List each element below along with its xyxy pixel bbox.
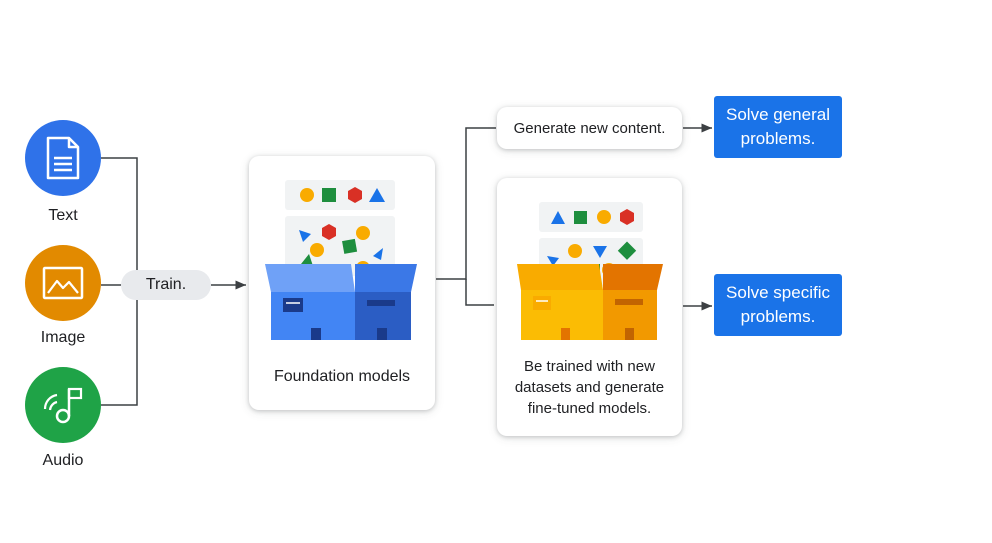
music-note-icon [43, 387, 83, 424]
solve-general-button: Solve general problems. [714, 96, 842, 158]
finetune-label: Be trained with new datasets and generat… [514, 358, 665, 417]
solve-specific-button: Solve specific problems. [714, 274, 842, 336]
document-icon [46, 136, 80, 180]
text-input-circle [25, 120, 101, 196]
generate-content-card: Generate new content. [497, 107, 682, 149]
yellow-box-illustration [517, 202, 663, 340]
image-icon [42, 266, 84, 300]
text-input-label: Text [48, 207, 78, 224]
blue-box-illustration [265, 180, 417, 340]
solve-general-label: Solve general problems. [726, 105, 830, 148]
finetune-card: Be trained with new datasets and generat… [497, 178, 682, 436]
solve-specific-label: Solve specific problems. [726, 283, 830, 326]
foundation-models-label: Foundation models [273, 368, 411, 385]
train-label: Train. [121, 270, 211, 300]
foundation-models-card: Foundation models [249, 156, 435, 410]
audio-input-circle [25, 367, 101, 443]
foundation-branch [436, 127, 496, 280]
finetune-branch [465, 279, 494, 306]
audio-input-label: Audio [42, 452, 84, 469]
generate-content-label: Generate new content. [513, 119, 666, 137]
image-input-label: Image [40, 329, 86, 346]
image-input-circle [25, 245, 101, 321]
